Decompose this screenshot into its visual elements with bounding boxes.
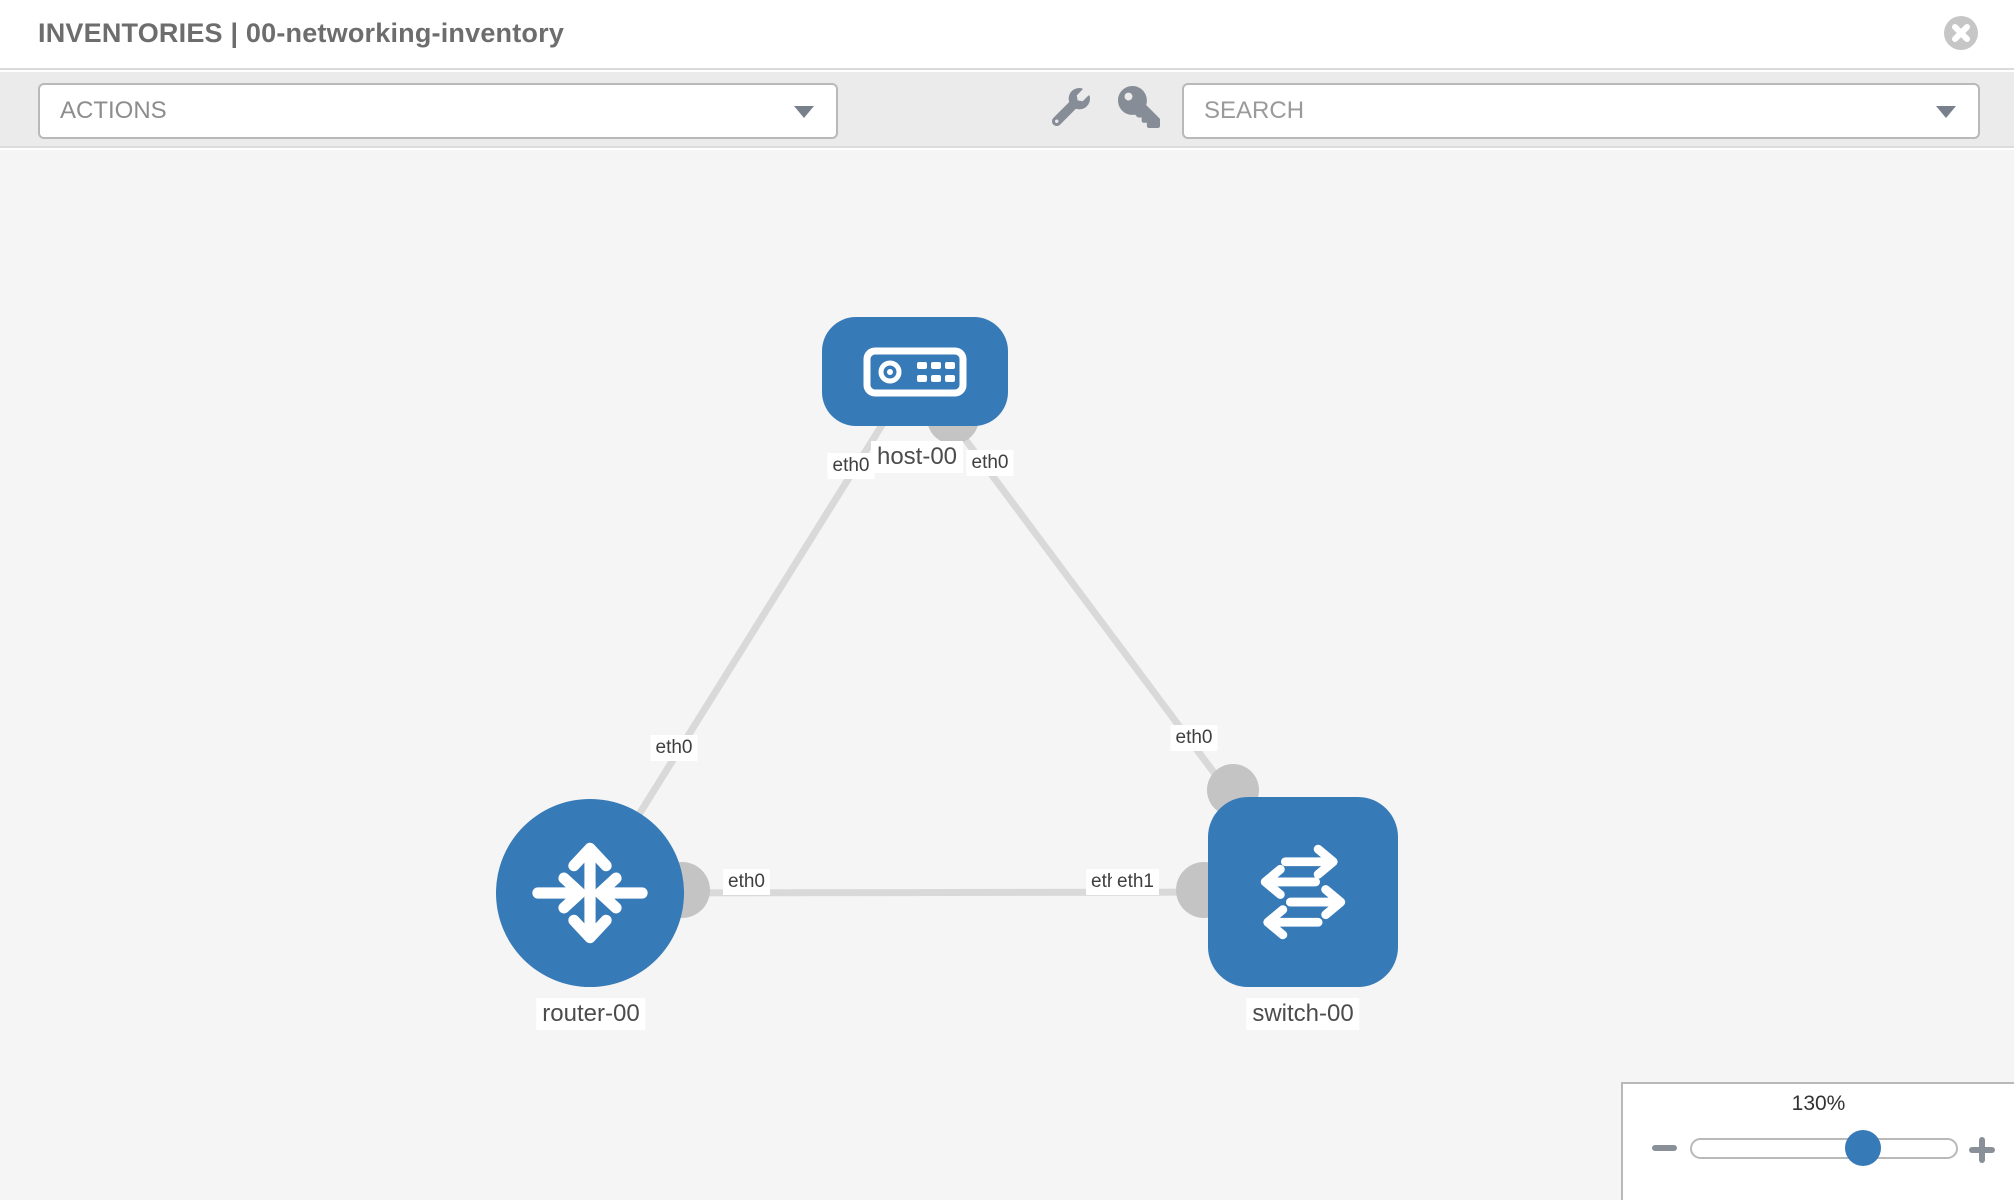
if-label-switch-eth1: eth1 — [1112, 869, 1159, 895]
switch-arrows-icon — [1260, 844, 1346, 940]
zoom-percent-value: 130% — [1791, 1092, 1846, 1115]
close-icon[interactable] — [1944, 16, 1978, 50]
links-layer — [587, 369, 1306, 918]
chevron-down-icon — [1936, 106, 1956, 118]
zoom-slider-thumb[interactable] — [1845, 1130, 1881, 1166]
search-dropdown[interactable]: SEARCH — [1182, 83, 1980, 139]
if-label-router-eth0-uplink: eth0 — [650, 735, 698, 761]
node-label-host: host-00 — [870, 441, 964, 473]
node-host-00[interactable] — [822, 317, 1008, 426]
if-label-switch-eth0-uplink: eth0 — [1170, 725, 1218, 751]
search-dropdown-label: SEARCH — [1204, 97, 1305, 124]
if-label-router-eth0: eth0 — [723, 869, 770, 895]
key-icon[interactable] — [1118, 86, 1160, 128]
router-arrows-icon — [532, 842, 648, 944]
node-switch-00[interactable] — [1208, 797, 1398, 987]
toolbar: ACTIONS SEARCH — [0, 72, 2014, 148]
node-router-00[interactable] — [496, 799, 684, 987]
zoom-slider-row — [1623, 1128, 2014, 1168]
node-label-switch: switch-00 — [1246, 998, 1360, 1030]
zoom-panel: 130% — [1621, 1082, 2014, 1200]
chevron-down-icon — [794, 106, 814, 118]
actions-dropdown-label: ACTIONS — [60, 97, 167, 124]
page-header: INVENTORIES | 00-networking-inventory — [0, 0, 2014, 70]
host-server-icon — [863, 347, 967, 396]
close-x-glyph — [1952, 24, 1970, 42]
plus-icon[interactable] — [1963, 1130, 2001, 1166]
page-title: INVENTORIES | 00-networking-inventory — [38, 18, 565, 48]
zoom-slider-track[interactable] — [1690, 1138, 1958, 1159]
topology-canvas[interactable]: host-00 router-00 switch-00 eth0 eth0 et… — [0, 150, 2014, 1200]
actions-dropdown[interactable]: ACTIONS — [38, 83, 838, 139]
node-label-router: router-00 — [536, 998, 646, 1030]
if-label-host-eth0-left: eth0 — [827, 453, 875, 479]
if-label-host-eth0-right: eth0 — [966, 450, 1014, 476]
wrench-icon[interactable] — [1052, 88, 1090, 126]
minus-icon[interactable] — [1652, 1145, 1677, 1151]
